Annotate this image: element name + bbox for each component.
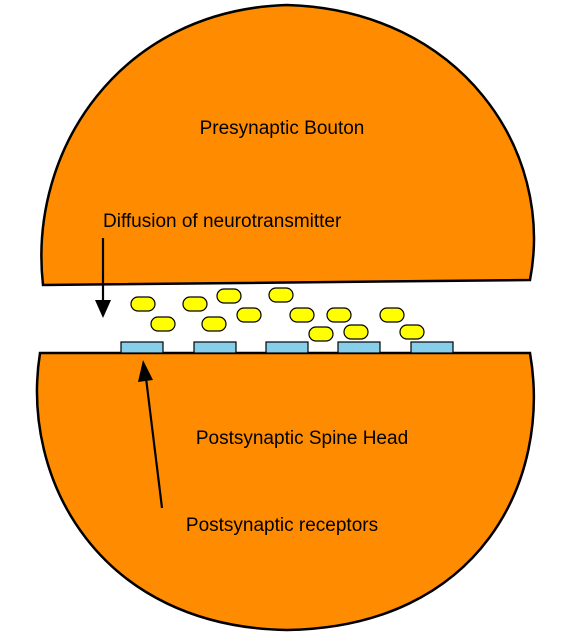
receptor (120, 341, 164, 354)
neurotransmitter (326, 307, 352, 323)
neurotransmitter (216, 288, 242, 304)
neurotransmitter (268, 287, 294, 303)
postsynaptic-label: Postsynaptic Spine Head (196, 428, 408, 449)
neurotransmitter (343, 324, 369, 340)
presynaptic-bouton (40, 3, 536, 287)
receptor (193, 341, 237, 354)
receptor-arrow (138, 360, 164, 509)
neurotransmitter (130, 296, 156, 312)
postsynaptic-receptors (120, 341, 454, 354)
receptor (410, 341, 454, 354)
neurotransmitter (182, 296, 208, 312)
neurotransmitter (399, 324, 425, 340)
neurotransmitter (289, 307, 315, 323)
diffusion-arrow (95, 238, 111, 318)
neurotransmitter (308, 326, 334, 342)
receptor (337, 341, 381, 354)
neurotransmitter (150, 316, 176, 332)
neurotransmitter (201, 316, 227, 332)
neurotransmitter-molecules (130, 287, 425, 342)
diffusion-label: Diffusion of neurotransmitter (103, 211, 342, 232)
receptor (265, 341, 309, 354)
receptors-label: Postsynaptic receptors (186, 515, 378, 536)
postsynaptic-spine-head (35, 351, 536, 632)
neurotransmitter (236, 307, 262, 323)
neurotransmitter (379, 307, 405, 323)
presynaptic-label: Presynaptic Bouton (200, 118, 365, 139)
